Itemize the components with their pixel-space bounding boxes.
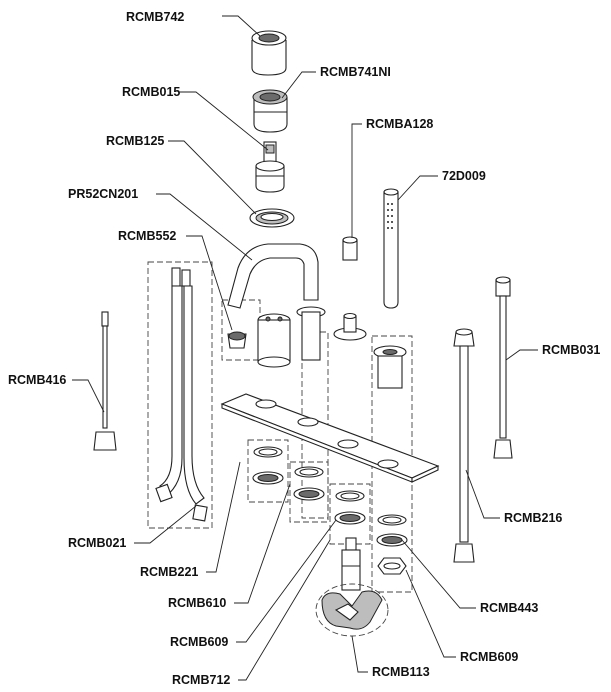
hose-rcmb416 <box>93 311 117 451</box>
handle-rcmb741ni <box>252 89 288 133</box>
diverter-handle-rcmb113 <box>321 590 383 630</box>
supply-hoses-rcmb021 <box>155 267 208 522</box>
label-rcmb113: RCMB113 <box>372 665 430 679</box>
label-rcmb416: RCMB416 <box>8 373 66 387</box>
valve-mid-group-box <box>289 461 329 523</box>
valve-rings-left <box>252 446 284 485</box>
label-rcmb443: RCMB443 <box>480 601 538 615</box>
hand-shower-72d009 <box>383 188 399 309</box>
diverter-rings <box>376 514 408 575</box>
leader-lines <box>72 15 538 681</box>
label-rcmb015: RCMB015 <box>122 85 180 99</box>
spout-group-box <box>221 299 261 361</box>
cap-rcmba128 <box>342 236 358 261</box>
aerator-rcmb552 <box>227 331 247 349</box>
spout-pr52cn201 <box>227 243 326 361</box>
label-rcmb216: RCMB216 <box>504 511 562 525</box>
label-rcmb610: RCMB610 <box>168 596 226 610</box>
label-rcmb221: RCMB221 <box>140 565 198 579</box>
label-rcmb742: RCMB742 <box>126 10 184 24</box>
handle-mount <box>333 312 367 341</box>
hose-rcmb216 <box>453 328 475 563</box>
valve-rings-mid <box>293 466 325 501</box>
label-rcmb031: RCMB031 <box>542 343 600 357</box>
valve-left-group-box <box>247 439 289 503</box>
label-rcmb712: RCMB712 <box>172 673 230 687</box>
label-rcmb609-right: RCMB609 <box>460 650 518 664</box>
part-labels: RCMB742 RCMB741NI RCMB015 RCMBA128 RCMB1… <box>8 10 600 687</box>
spout-base <box>257 313 291 368</box>
ring-rcmb125 <box>249 208 295 228</box>
label-rcmba128: RCMBA128 <box>366 117 433 131</box>
label-pr52cn201: PR52CN201 <box>68 187 138 201</box>
label-rcmb021: RCMB021 <box>68 536 126 550</box>
spray-holes <box>387 203 393 229</box>
deck-plate <box>220 393 440 483</box>
supply-hoses-group-box <box>147 261 213 529</box>
cartridge-rcmb015 <box>255 141 285 193</box>
label-rcmb125: RCMB125 <box>106 134 164 148</box>
label-rcmb552: RCMB552 <box>118 229 176 243</box>
label-rcmb741ni: RCMB741NI <box>320 65 391 79</box>
diverter-valve-rcmb712 <box>341 537 361 591</box>
label-72d009: 72D009 <box>442 169 486 183</box>
valve-rings-right <box>334 490 366 525</box>
handle-cap-rcmb742 <box>251 30 287 76</box>
label-rcmb609-left: RCMB609 <box>170 635 228 649</box>
hose-rcmb031 <box>493 276 513 459</box>
diverter-body <box>373 345 407 389</box>
